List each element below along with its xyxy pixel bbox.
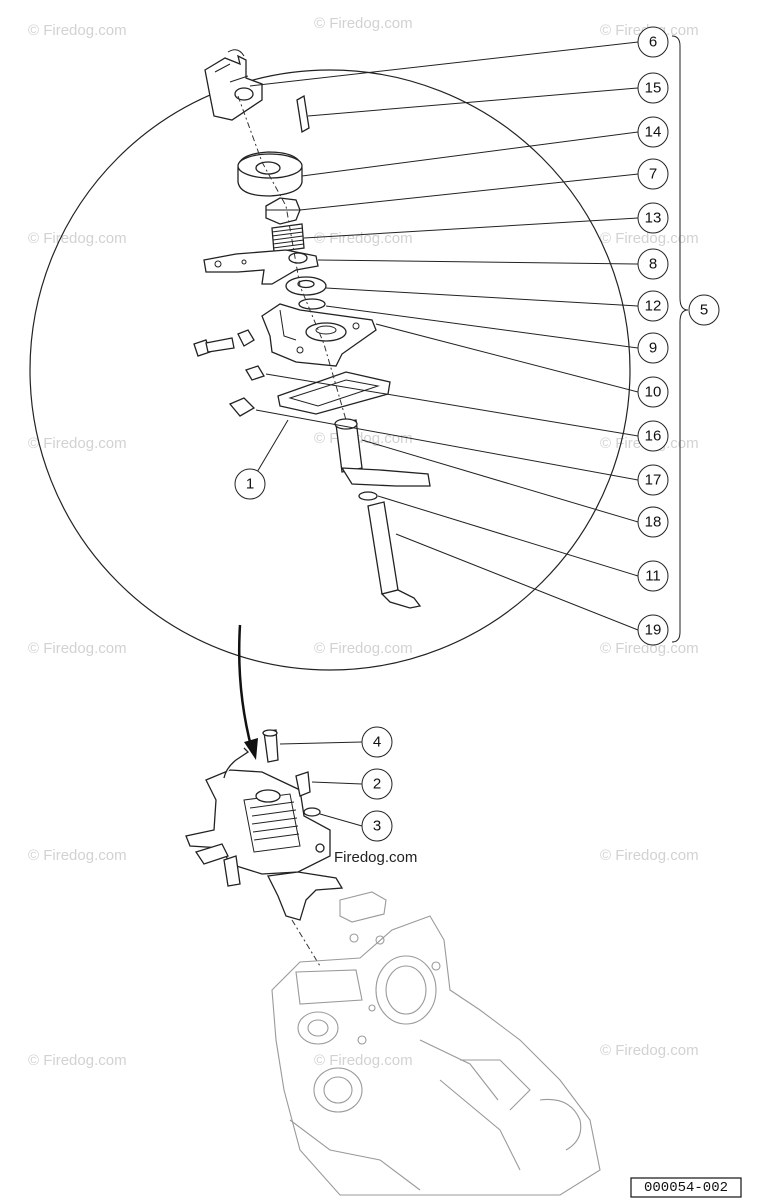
watermark: © Firedog.com bbox=[600, 847, 699, 864]
lever-arm-part bbox=[203, 249, 319, 285]
callout-5: 5 bbox=[688, 294, 720, 326]
callout-3: 3 bbox=[361, 810, 393, 842]
hex-nut-part bbox=[265, 197, 301, 225]
callout-number: 13 bbox=[645, 210, 662, 227]
callout-number: 5 bbox=[700, 302, 708, 319]
callout-17: 17 bbox=[637, 464, 669, 496]
reference-number-box: 000054-002 bbox=[630, 1177, 742, 1198]
watermark: © Firedog.com bbox=[314, 640, 413, 657]
callout-11: 11 bbox=[637, 560, 669, 592]
watermark: © Firedog.com bbox=[314, 430, 413, 447]
callout-13: 13 bbox=[637, 202, 669, 234]
callout-12: 12 bbox=[637, 290, 669, 322]
roll-pin-part bbox=[296, 94, 310, 134]
callout-1: 1 bbox=[234, 468, 266, 500]
watermark: © Firedog.com bbox=[28, 435, 127, 452]
callout-9: 9 bbox=[637, 332, 669, 364]
install-leaders bbox=[279, 741, 363, 827]
callout-number: 3 bbox=[373, 818, 381, 835]
assembly-bracket bbox=[671, 35, 689, 643]
callout-10: 10 bbox=[637, 376, 669, 408]
callout-number: 14 bbox=[645, 124, 662, 141]
rod-part bbox=[367, 501, 422, 609]
watermark: © Firedog.com bbox=[314, 15, 413, 32]
seal-ring-part bbox=[237, 151, 303, 197]
engine-case-ghost bbox=[271, 891, 601, 1196]
callout-14: 14 bbox=[637, 116, 669, 148]
centerline bbox=[237, 95, 347, 421]
watermark: © Firedog.com bbox=[28, 230, 127, 247]
clip-ring-part bbox=[358, 491, 378, 501]
watermark-layer: © Firedog.com © Firedog.com © Firedog.co… bbox=[28, 15, 699, 1069]
watermark: © Firedog.com bbox=[600, 1042, 699, 1059]
callout-16: 16 bbox=[637, 420, 669, 452]
linkage-bracket-part bbox=[204, 49, 263, 121]
coil-spring-part bbox=[271, 223, 305, 253]
callout-number: 8 bbox=[649, 256, 657, 273]
callout-18: 18 bbox=[637, 506, 669, 538]
callout-column: 6 15 14 7 13 8 12 9 10 16 17 18 11 19 5 … bbox=[234, 26, 720, 646]
callout-8: 8 bbox=[637, 248, 669, 280]
callout-15: 15 bbox=[637, 72, 669, 104]
detail-circle bbox=[29, 69, 631, 671]
watermark: © Firedog.com bbox=[28, 847, 127, 864]
bolt-lower-part bbox=[228, 365, 265, 417]
callout-number: 17 bbox=[645, 472, 662, 489]
watermark: © Firedog.com bbox=[314, 1052, 413, 1069]
watermark: © Firedog.com bbox=[600, 640, 699, 657]
watermark: © Firedog.com bbox=[28, 22, 127, 39]
washer-part bbox=[285, 276, 327, 296]
callout-number: 9 bbox=[649, 340, 657, 357]
install-arrow bbox=[237, 624, 258, 760]
callout-2: 2 bbox=[361, 768, 393, 800]
shift-shaft-part bbox=[334, 418, 431, 487]
callout-number: 15 bbox=[645, 80, 662, 97]
reference-number: 000054-002 bbox=[644, 1180, 728, 1196]
watermark: © Firedog.com bbox=[600, 230, 699, 247]
callout-number: 4 bbox=[373, 734, 381, 751]
callout-4: 4 bbox=[361, 726, 393, 758]
leader-lines bbox=[249, 41, 639, 631]
installed-assembly bbox=[185, 729, 344, 967]
callout-number: 12 bbox=[645, 298, 662, 315]
callout-number: 2 bbox=[373, 776, 381, 793]
install-callouts: 4 2 3 bbox=[361, 726, 393, 842]
bolt-left-part bbox=[193, 329, 255, 357]
callout-7: 7 bbox=[637, 158, 669, 190]
callout-number: 7 bbox=[649, 166, 657, 183]
callout-number: 11 bbox=[645, 568, 661, 585]
callout-number: 1 bbox=[246, 476, 254, 493]
o-ring-part bbox=[298, 298, 326, 310]
callout-number: 6 bbox=[649, 34, 657, 51]
exploded-parts bbox=[193, 49, 431, 609]
brand-label: Firedog.com bbox=[334, 849, 417, 866]
watermark: © Firedog.com bbox=[314, 230, 413, 247]
callout-19: 19 bbox=[637, 614, 669, 646]
callout-number: 18 bbox=[645, 514, 662, 531]
watermark: © Firedog.com bbox=[28, 1052, 127, 1069]
callout-number: 19 bbox=[645, 622, 662, 639]
callout-number: 10 bbox=[645, 384, 662, 401]
callout-6: 6 bbox=[637, 26, 669, 58]
watermark: © Firedog.com bbox=[28, 640, 127, 657]
callout-number: 16 bbox=[645, 428, 662, 445]
shift-housing-part bbox=[261, 303, 377, 367]
